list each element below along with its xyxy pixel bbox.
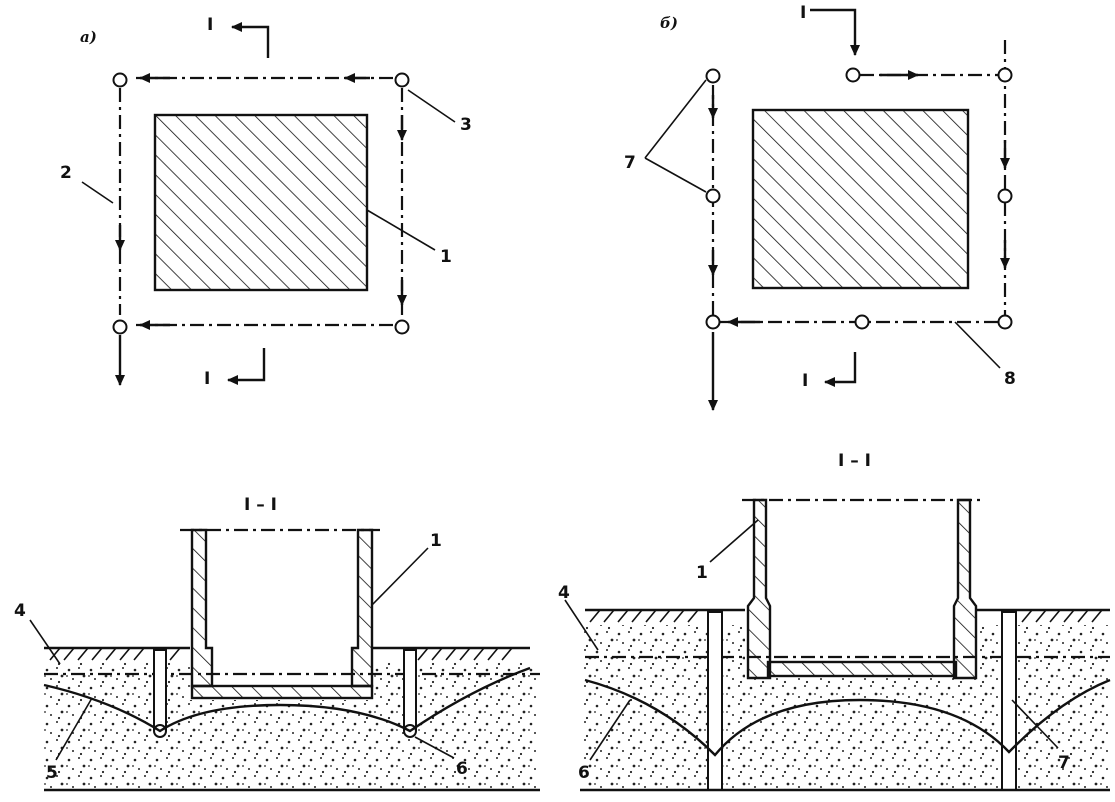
label-sa-groundwater: 4 (14, 601, 26, 621)
well-b-5 (854, 314, 870, 330)
well-b-4 (997, 314, 1013, 330)
well-b-2 (997, 67, 1013, 83)
label-a-pipe: 2 (60, 163, 72, 183)
building-slab-a (190, 684, 374, 700)
well-a-3 (112, 319, 128, 335)
drain-contour-a (112, 72, 410, 386)
building-slab-b (766, 660, 958, 678)
section-mark-a-bottom: I (204, 348, 266, 389)
section-a: I – I 4 5 (14, 495, 540, 792)
well-tube-left (707, 611, 723, 791)
well-b-3 (997, 188, 1013, 204)
label-sb-depression: 6 (578, 763, 590, 783)
panel-b-letter: б) (660, 14, 678, 32)
well-a-1 (112, 72, 128, 88)
well-b-1 (845, 67, 861, 83)
label-sb-building: 1 (696, 563, 708, 583)
label-sb-groundwater: 4 (558, 583, 570, 603)
well-b-6 (705, 314, 721, 330)
label-sb-well: 7 (1058, 753, 1070, 773)
drain-contour-b (705, 40, 1013, 411)
label-a-building: 1 (440, 247, 452, 267)
label-sa-building: 1 (430, 531, 442, 551)
section-mark-b-bottom-label: I (802, 371, 808, 391)
section-mark-b-top-label: I (800, 3, 806, 23)
well-b-7 (705, 68, 721, 84)
section-b: I – I 4 6 7 1 (558, 451, 1111, 792)
section-mark-a-bottom-label: I (204, 369, 210, 389)
section-mark-b-top: I (800, 3, 860, 56)
well-a-4 (394, 319, 410, 335)
section-a-title: I – I (244, 495, 277, 515)
depression-curve-b (584, 678, 1111, 757)
panel-a-letter: а) (80, 28, 97, 46)
section-b-title: I – I (838, 451, 871, 471)
plan-b: б) I I (624, 3, 1016, 411)
building-plan-b (751, 108, 970, 290)
label-a-well: 3 (460, 115, 472, 135)
label-b-wells: 7 (624, 153, 636, 173)
section-mark-b-bottom: I (802, 352, 857, 391)
label-b-pipe: 8 (1004, 369, 1016, 389)
building-plan-a (153, 113, 369, 292)
section-mark-a-top-label: I (207, 15, 213, 35)
well-a-2 (394, 72, 410, 88)
label-sa-depression: 5 (46, 763, 58, 783)
depression-curve-a (43, 666, 531, 733)
plan-a: а) I I (60, 15, 472, 389)
well-b-8 (705, 188, 721, 204)
label-sa-drain: 6 (456, 759, 468, 779)
section-mark-a-top: I (207, 15, 270, 58)
